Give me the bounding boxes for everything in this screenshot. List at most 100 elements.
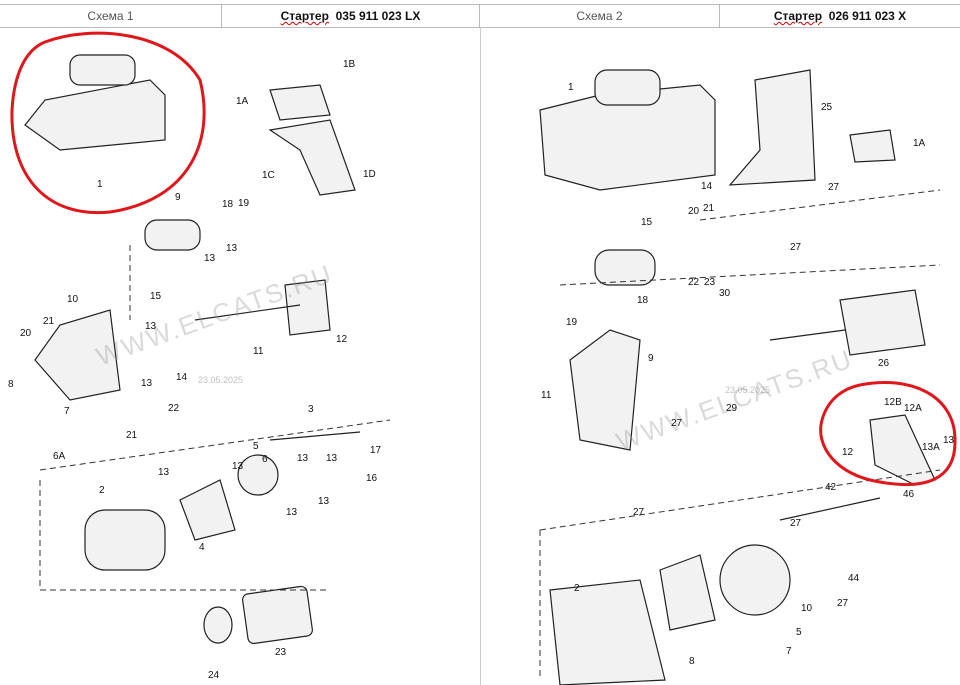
part-label: 22: [168, 403, 180, 414]
part-label: 21: [43, 316, 55, 327]
part-label: 1A: [236, 96, 249, 107]
part-label: 1C: [262, 170, 275, 181]
clamp-24: [203, 606, 233, 644]
armature-12: [284, 279, 331, 336]
part-label: 1: [97, 179, 103, 190]
gasket-1c: [268, 119, 356, 196]
starter-word: Стартер: [773, 9, 823, 23]
part-label: 18: [637, 295, 649, 306]
brush-holder-4: [179, 479, 236, 541]
part-label: 23: [275, 647, 287, 658]
part-label: 9: [175, 192, 181, 203]
part-label: 19: [566, 317, 578, 328]
part-label: 6: [262, 454, 268, 465]
date-right: 23.05.2025: [725, 385, 771, 395]
part-label: 13: [297, 453, 309, 464]
starter-1-number: 035 911 023 LX: [335, 9, 421, 23]
part-label: 27: [790, 242, 802, 253]
part-label: 24: [208, 670, 220, 681]
part-label: 30: [719, 288, 731, 299]
part-label: 13: [158, 467, 170, 478]
part-label: 12: [842, 447, 854, 458]
highlight-starter-1: [10, 31, 206, 215]
part-label: 42: [825, 482, 837, 493]
part-label: 13: [204, 253, 216, 264]
part-label: 11: [541, 390, 552, 401]
part-label: 21: [703, 203, 715, 214]
part-label: 17: [370, 445, 382, 456]
part-label: 29: [726, 403, 738, 414]
part-label: 13: [326, 453, 338, 464]
part-label: 25: [821, 102, 833, 113]
part-label: 15: [150, 291, 162, 302]
solenoid-18: [594, 249, 656, 286]
part-label: 7: [64, 406, 70, 417]
brush-holder: [659, 554, 716, 631]
column-divider: [480, 27, 481, 685]
part-label: 2: [99, 485, 105, 496]
part-label: 27: [633, 507, 645, 518]
date-left: 23.05.2025: [198, 375, 244, 385]
part-label: 13: [226, 243, 238, 254]
yoke-2-r: [549, 579, 666, 685]
solenoid: [69, 54, 136, 86]
part-label: 44: [848, 573, 860, 584]
part-label: 16: [366, 473, 378, 484]
bracket-1a-r: [849, 129, 896, 163]
part-label: 3: [308, 404, 314, 415]
part-label: 13: [232, 461, 244, 472]
part-label: 5: [253, 441, 259, 452]
part-label: 11: [253, 346, 264, 357]
part-label: 26: [878, 358, 890, 369]
solenoid-9: [144, 219, 201, 251]
plate-23: [242, 585, 313, 645]
housing-9: [569, 329, 641, 451]
bracket-1a: [269, 84, 331, 121]
part-label: 9: [648, 353, 654, 364]
part-label: 13: [943, 435, 955, 446]
part-label: 27: [837, 598, 849, 609]
part-label: 4: [199, 542, 205, 553]
part-label: 15: [641, 217, 653, 228]
starter-assembly-1: [24, 79, 166, 151]
part-label: 13: [145, 321, 157, 332]
part-label: 18: [222, 199, 234, 210]
part-label: 2: [574, 583, 580, 594]
part-label: 21: [126, 430, 138, 441]
part-label: 14: [176, 372, 188, 383]
part-label: 14: [701, 181, 713, 192]
highlight-circles: [10, 31, 957, 487]
part-label: 8: [8, 379, 14, 390]
drive-housing-7: [34, 309, 121, 401]
armature-26: [839, 289, 926, 356]
part-label: 8: [689, 656, 695, 667]
part-label: 12: [336, 334, 348, 345]
starter-2-title: Стартер 026 911 023 X: [720, 5, 960, 27]
highlight-bracket-12: [819, 380, 957, 487]
part-label: 7: [786, 646, 792, 657]
part-label: 19: [238, 198, 250, 209]
part-label: 20: [20, 328, 32, 339]
part-label: 13: [318, 496, 330, 507]
part-label: 13: [286, 507, 298, 518]
part-label: 13A: [922, 442, 940, 453]
end-cover-5: [237, 454, 279, 496]
starter-2-number: 026 911 023 X: [828, 9, 907, 23]
part-label: 12A: [904, 403, 922, 414]
end-cover: [719, 544, 791, 616]
part-label: 27: [671, 418, 683, 429]
part-label: 20: [688, 206, 700, 217]
part-label: 10: [67, 294, 79, 305]
starter-1-title: Стартер 035 911 023 LX: [222, 5, 480, 27]
part-label: 46: [903, 489, 915, 500]
part-label: 5: [796, 627, 802, 638]
part-label: 6A: [53, 451, 66, 462]
starter-word: Стартер: [280, 9, 329, 23]
part-label: 22: [688, 277, 700, 288]
part-label: 27: [790, 518, 802, 529]
part-label: 12B: [884, 397, 902, 408]
part-label: 23: [704, 277, 716, 288]
part-label: 10: [801, 603, 813, 614]
part-label: 1D: [363, 169, 376, 180]
